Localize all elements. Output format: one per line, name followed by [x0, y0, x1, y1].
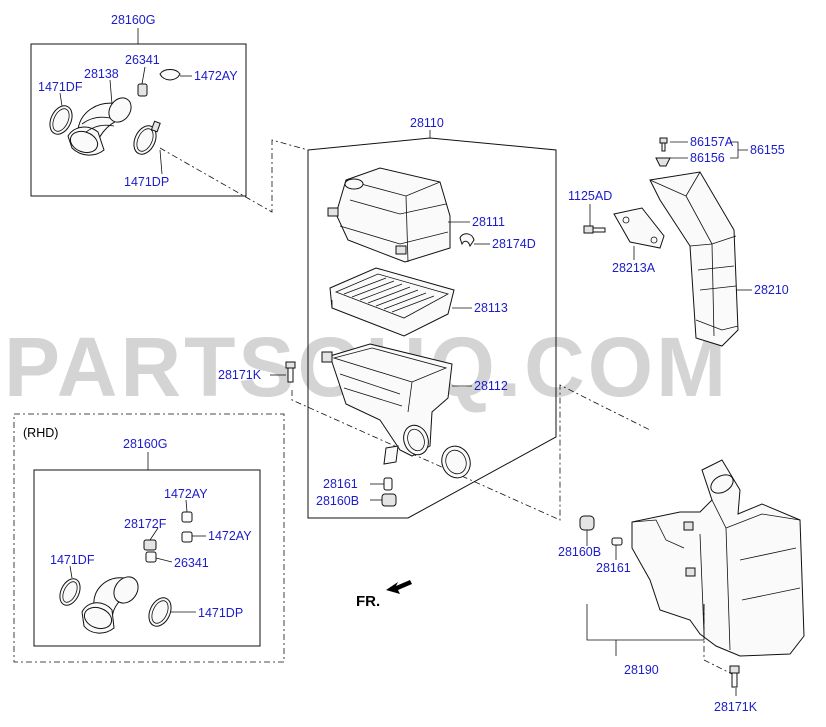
direction-indicator: FR. — [356, 580, 412, 610]
callout-1471dp-rhd: 1471DP — [198, 606, 243, 620]
air-duct-28210 — [649, 171, 739, 347]
callout-28113: 28113 — [474, 301, 508, 315]
callout-28161-right: 28161 — [596, 561, 631, 575]
callout-1471df-top: 1471DF — [38, 80, 83, 94]
intake-hose-rhd — [81, 576, 139, 634]
callout-1472ay-top: 1472AY — [194, 69, 238, 83]
callout-28210: 28210 — [754, 283, 789, 297]
rhd-section-label: (RHD) — [23, 426, 58, 440]
callout-28171k-left: 28171K — [218, 368, 262, 382]
callout-28111: 28111 — [472, 215, 505, 229]
callout-1472ay-rhd-a: 1472AY — [164, 487, 208, 501]
callout-1472ay-rhd-b: 1472AY — [208, 529, 252, 543]
clip-1472ay-rhd-a — [181, 511, 193, 523]
bolt-28171k-bottom — [729, 665, 740, 688]
callout-28110: 28110 — [410, 116, 444, 130]
hose-assembly-box — [30, 28, 247, 197]
callout-28160b-mid: 28160B — [316, 494, 359, 508]
callout-28172f: 28172F — [124, 517, 167, 531]
nut-86156 — [655, 157, 671, 167]
callout-28161-mid: 28161 — [323, 477, 358, 491]
direction-label: FR. — [356, 593, 380, 610]
callout-86157a: 86157A — [690, 135, 734, 149]
clamp-1471dp-top — [133, 120, 161, 155]
callout-28213a: 28213A — [612, 261, 656, 275]
bracket-28213a — [613, 207, 665, 249]
clamp-1471dp-rhd — [148, 597, 172, 627]
callout-28160g-top: 28160G — [111, 13, 155, 27]
fitting-28172f — [143, 539, 157, 563]
clip-1472ay-top — [159, 69, 192, 81]
callout-1471df-rhd: 1471DF — [50, 553, 95, 567]
arrow-icon — [386, 580, 412, 594]
intake-hose-28138 — [67, 97, 132, 156]
resonator-28190 — [631, 459, 805, 657]
callout-28112: 28112 — [474, 379, 508, 393]
bolt-1125ad — [583, 225, 606, 234]
callout-28160b-right: 28160B — [558, 545, 601, 559]
air-cleaner-body-28112 — [321, 343, 453, 465]
grommet-28161-right — [611, 537, 623, 546]
clamp-1471df-rhd — [59, 578, 81, 606]
rhd-section-outline — [13, 413, 285, 663]
filter-element-28113 — [329, 267, 455, 337]
callout-86155: 86155 — [750, 143, 785, 157]
insulator-28160b-right — [579, 515, 595, 531]
seal-ring — [441, 445, 471, 479]
callout-28171k-bottom: 28171K — [714, 700, 758, 714]
bolt-28171k-left — [285, 361, 296, 383]
callout-26341-top: 26341 — [125, 53, 160, 67]
callout-28174d: 28174D — [492, 237, 536, 251]
air-cleaner-box-outline — [307, 130, 557, 519]
callout-28160g-rhd: 28160G — [123, 437, 167, 451]
insulator-28160b-mid — [381, 493, 397, 507]
bolt-86157a — [659, 137, 668, 152]
callout-86156: 86156 — [690, 151, 725, 165]
callout-1125ad: 1125AD — [568, 189, 612, 203]
grommet-28161-mid — [383, 477, 393, 491]
clip-28174d — [459, 233, 475, 248]
clip-1472ay-rhd-b — [181, 531, 193, 543]
callout-1471dp-top: 1471DP — [124, 175, 169, 189]
callout-28138: 28138 — [84, 67, 119, 81]
callout-28190: 28190 — [624, 663, 659, 677]
clip-26341-top — [137, 66, 148, 97]
clamp-1471df-top — [49, 105, 73, 135]
air-cleaner-cover-28111 — [327, 167, 451, 263]
callout-26341-rhd: 26341 — [174, 556, 209, 570]
